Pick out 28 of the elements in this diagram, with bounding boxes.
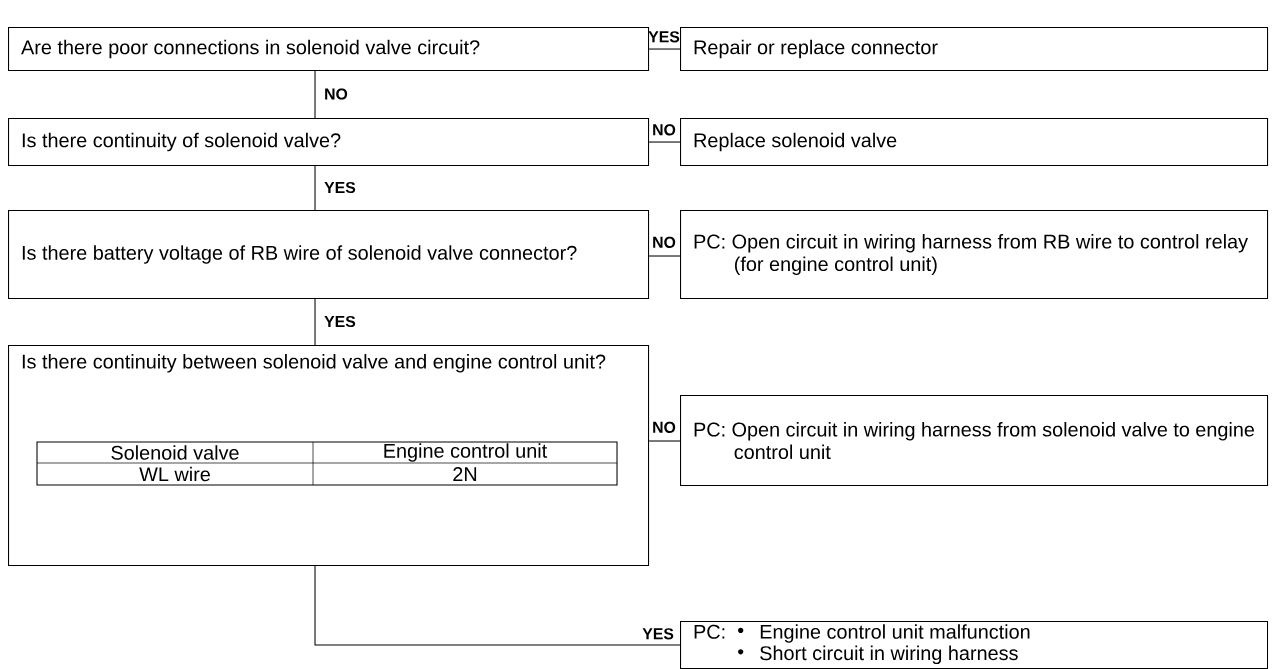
connector-line	[648, 141, 681, 143]
edge-label: YES	[642, 628, 674, 640]
edge-label: YES	[324, 315, 356, 328]
edge-label: NO	[653, 421, 676, 433]
question-box: Is there battery voltage of RB wire of solenoid valve connector?	[8, 210, 650, 300]
table-cell: Solenoid valve	[111, 445, 239, 460]
connector-line	[314, 70, 316, 119]
result-box: Replace solenoid valve	[680, 118, 1269, 167]
edge-label: NO	[653, 124, 676, 136]
edge-label: YES	[324, 181, 356, 194]
connector-line	[314, 565, 681, 646]
edge-label: NO	[653, 236, 676, 248]
table-cell: WL wire	[139, 466, 210, 482]
table-cell: 2N	[453, 467, 477, 481]
connector-line	[314, 165, 316, 211]
connector-line	[648, 48, 681, 50]
result-box: Repair or replace connector	[680, 27, 1269, 72]
result-box: PC: Engine control unit malfunction Short circuit in wiring harness	[680, 621, 1269, 669]
result-box: PC: Open circuit in wiring harness from solenoid valve to engine control unit	[680, 395, 1269, 487]
connector-line	[648, 255, 681, 257]
connector-line	[648, 440, 681, 442]
table-cell: Engine control unit	[384, 443, 548, 462]
edge-label: NO	[325, 88, 348, 100]
result-box: PC: Open circuit in wiring harness from RB wire to control relay (for engine control unit)	[680, 210, 1269, 300]
question-box: Is there continuity of solenoid valve?	[8, 118, 650, 167]
question-box: Are there poor connections in solenoid valve circuit?	[8, 27, 650, 72]
edge-label: YES	[648, 31, 680, 43]
connector-line	[314, 298, 316, 346]
